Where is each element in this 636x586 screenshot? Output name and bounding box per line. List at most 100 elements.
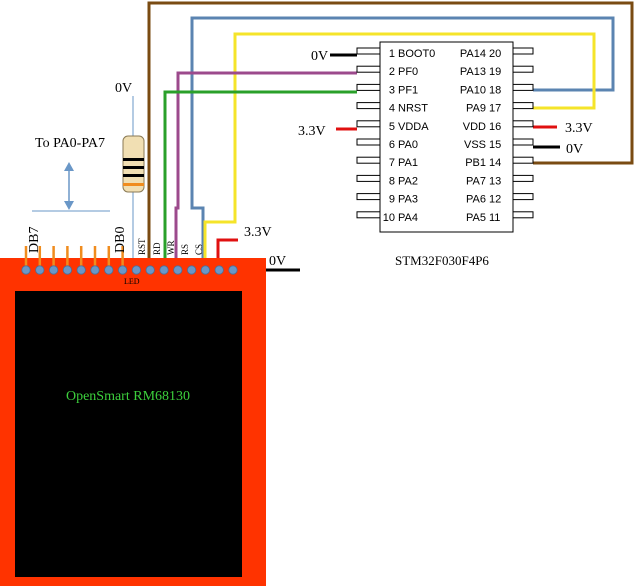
resistor-band-4	[123, 183, 144, 186]
lcd-led-label: LED	[124, 277, 140, 286]
lcd-pin-label-db0: DB0	[113, 227, 128, 253]
mcu-pin-name: PA10	[460, 84, 486, 96]
mcu-pin-2	[356, 65, 381, 73]
lcd-header-pin	[159, 265, 169, 275]
lcd-vcc-label: 3.3V	[244, 225, 272, 240]
mcu-pin-number: 17	[489, 103, 501, 115]
mcu-pin-name: PA13	[460, 66, 486, 78]
mcu-pin-name: PA0	[398, 139, 418, 151]
vss-label: 0V	[566, 142, 583, 157]
mcu-pin-1	[356, 47, 381, 55]
mcu-pin-number: 19	[489, 66, 501, 78]
vdda-label: 3.3V	[298, 124, 326, 139]
mcu-pin-name: PA3	[398, 194, 418, 206]
resistor-band-3	[123, 174, 144, 177]
mcu-pin-number: 4	[389, 103, 395, 115]
mcu-pin-number: 6	[389, 139, 395, 151]
mcu-pin-3	[356, 83, 381, 91]
lcd-header-pin	[76, 265, 86, 275]
bus-arrow-down-icon	[64, 201, 74, 210]
lcd-header-pin	[200, 265, 210, 275]
mcu-pin-15	[512, 138, 534, 146]
mcu-pin-number: 2	[389, 66, 395, 78]
lcd-pin-label-db7: DB7	[27, 227, 42, 253]
mcu-pin-name: PA6	[466, 194, 486, 206]
mcu-pin-name: PA1	[398, 157, 418, 169]
mcu-pin-number: 9	[389, 194, 395, 206]
mcu-pin-5	[356, 120, 381, 128]
mcu-pin-number: 8	[389, 175, 395, 187]
mcu-pin-name: PA4	[398, 212, 418, 224]
bus-label: To PA0-PA7	[35, 136, 105, 151]
wire-rst-pb1	[147, 1, 634, 270]
mcu-pin-number: 7	[389, 157, 395, 169]
mcu-pin-12	[512, 193, 534, 201]
mcu-pin-6	[356, 138, 381, 146]
mcu-pin-4	[356, 102, 381, 110]
lcd-module: OpenSmart RM68130 LED	[0, 246, 266, 586]
mcu-pin-name: BOOT0	[398, 48, 435, 60]
mcu-pin-name: PF0	[398, 66, 418, 78]
lcd-header-pin	[48, 265, 59, 275]
mcu-pin-8	[356, 174, 381, 182]
mcu-pin-number: 10	[383, 212, 395, 224]
lcd-pin-label-rst: RST	[137, 238, 147, 255]
mcu-pin-number: 20	[489, 48, 501, 60]
lcd-header-pin	[131, 265, 141, 275]
lcd-header-pin	[62, 265, 73, 275]
resistor-band-2	[123, 166, 144, 169]
resistor-body	[122, 135, 145, 193]
lcd-header-pin	[104, 265, 114, 275]
mcu-pin-number: 1	[389, 48, 395, 60]
mcu-pin-name: PA14	[460, 48, 486, 60]
mcu-pin-number: 11	[489, 212, 500, 224]
mcu-pin-name: PA5	[466, 212, 486, 224]
mcu-pin-9	[356, 193, 381, 201]
lcd-header-pin	[214, 265, 224, 275]
mcu-pin-name: PA7	[466, 175, 486, 187]
wire-rd-pf1	[163, 90, 357, 270]
lcd-header-pin	[187, 265, 197, 275]
mcu-pin-name: PB1	[465, 157, 486, 169]
lcd-header-pin	[21, 265, 31, 275]
mcu-pin-name: PA2	[398, 175, 418, 187]
wire-cs-pa10	[190, 16, 615, 270]
mcu-pin-20	[512, 47, 534, 55]
mcu-pin-name: VDDA	[398, 121, 429, 133]
mcu-pin-name: VSS	[464, 139, 486, 151]
lcd-header-pin	[35, 265, 45, 275]
mcu-pin-number: 13	[489, 175, 501, 187]
mcu-pin-name: VDD	[463, 121, 486, 133]
mcu-pin-13	[512, 174, 534, 182]
lcd-pin-label-wr: WR	[166, 241, 176, 256]
mcu-name: STM32F030F4P6	[395, 253, 489, 268]
wire-rs-pa9	[203, 32, 596, 270]
mcu-pin-number: 16	[489, 121, 501, 133]
wire-wr-pf0	[174, 71, 357, 270]
lcd-name: OpenSmart RM68130	[66, 389, 190, 404]
mcu-pin-number: 3	[389, 84, 395, 96]
mcu-body	[379, 41, 514, 233]
lcd-gnd-label: 0V	[269, 254, 286, 269]
mcu-pin-7	[356, 156, 381, 164]
mcu-pin-19	[512, 65, 534, 73]
mcu-pin-name: PF1	[398, 84, 418, 96]
mcu-pin-number: 18	[489, 84, 501, 96]
mcu-pin-name: PA9	[466, 103, 486, 115]
lcd-pin-label-cs: CS	[194, 244, 204, 255]
mcu-pin-14	[512, 156, 534, 164]
boot0-gnd-label: 0V	[311, 49, 328, 64]
lcd-header-pin	[145, 265, 155, 275]
mcu-pin-18	[512, 83, 534, 91]
resistor	[122, 135, 145, 193]
mcu-pin-11	[512, 211, 534, 219]
lcd-pin-label-rd: RD	[152, 242, 162, 255]
mcu-pin-17	[512, 102, 534, 110]
lcd-pin-label-rs: RS	[180, 244, 190, 255]
vdd-label: 3.3V	[565, 121, 593, 136]
resistor-band-1	[123, 158, 144, 161]
resistor-gnd-label: 0V	[115, 81, 132, 96]
mcu-pin-number: 5	[389, 121, 395, 133]
